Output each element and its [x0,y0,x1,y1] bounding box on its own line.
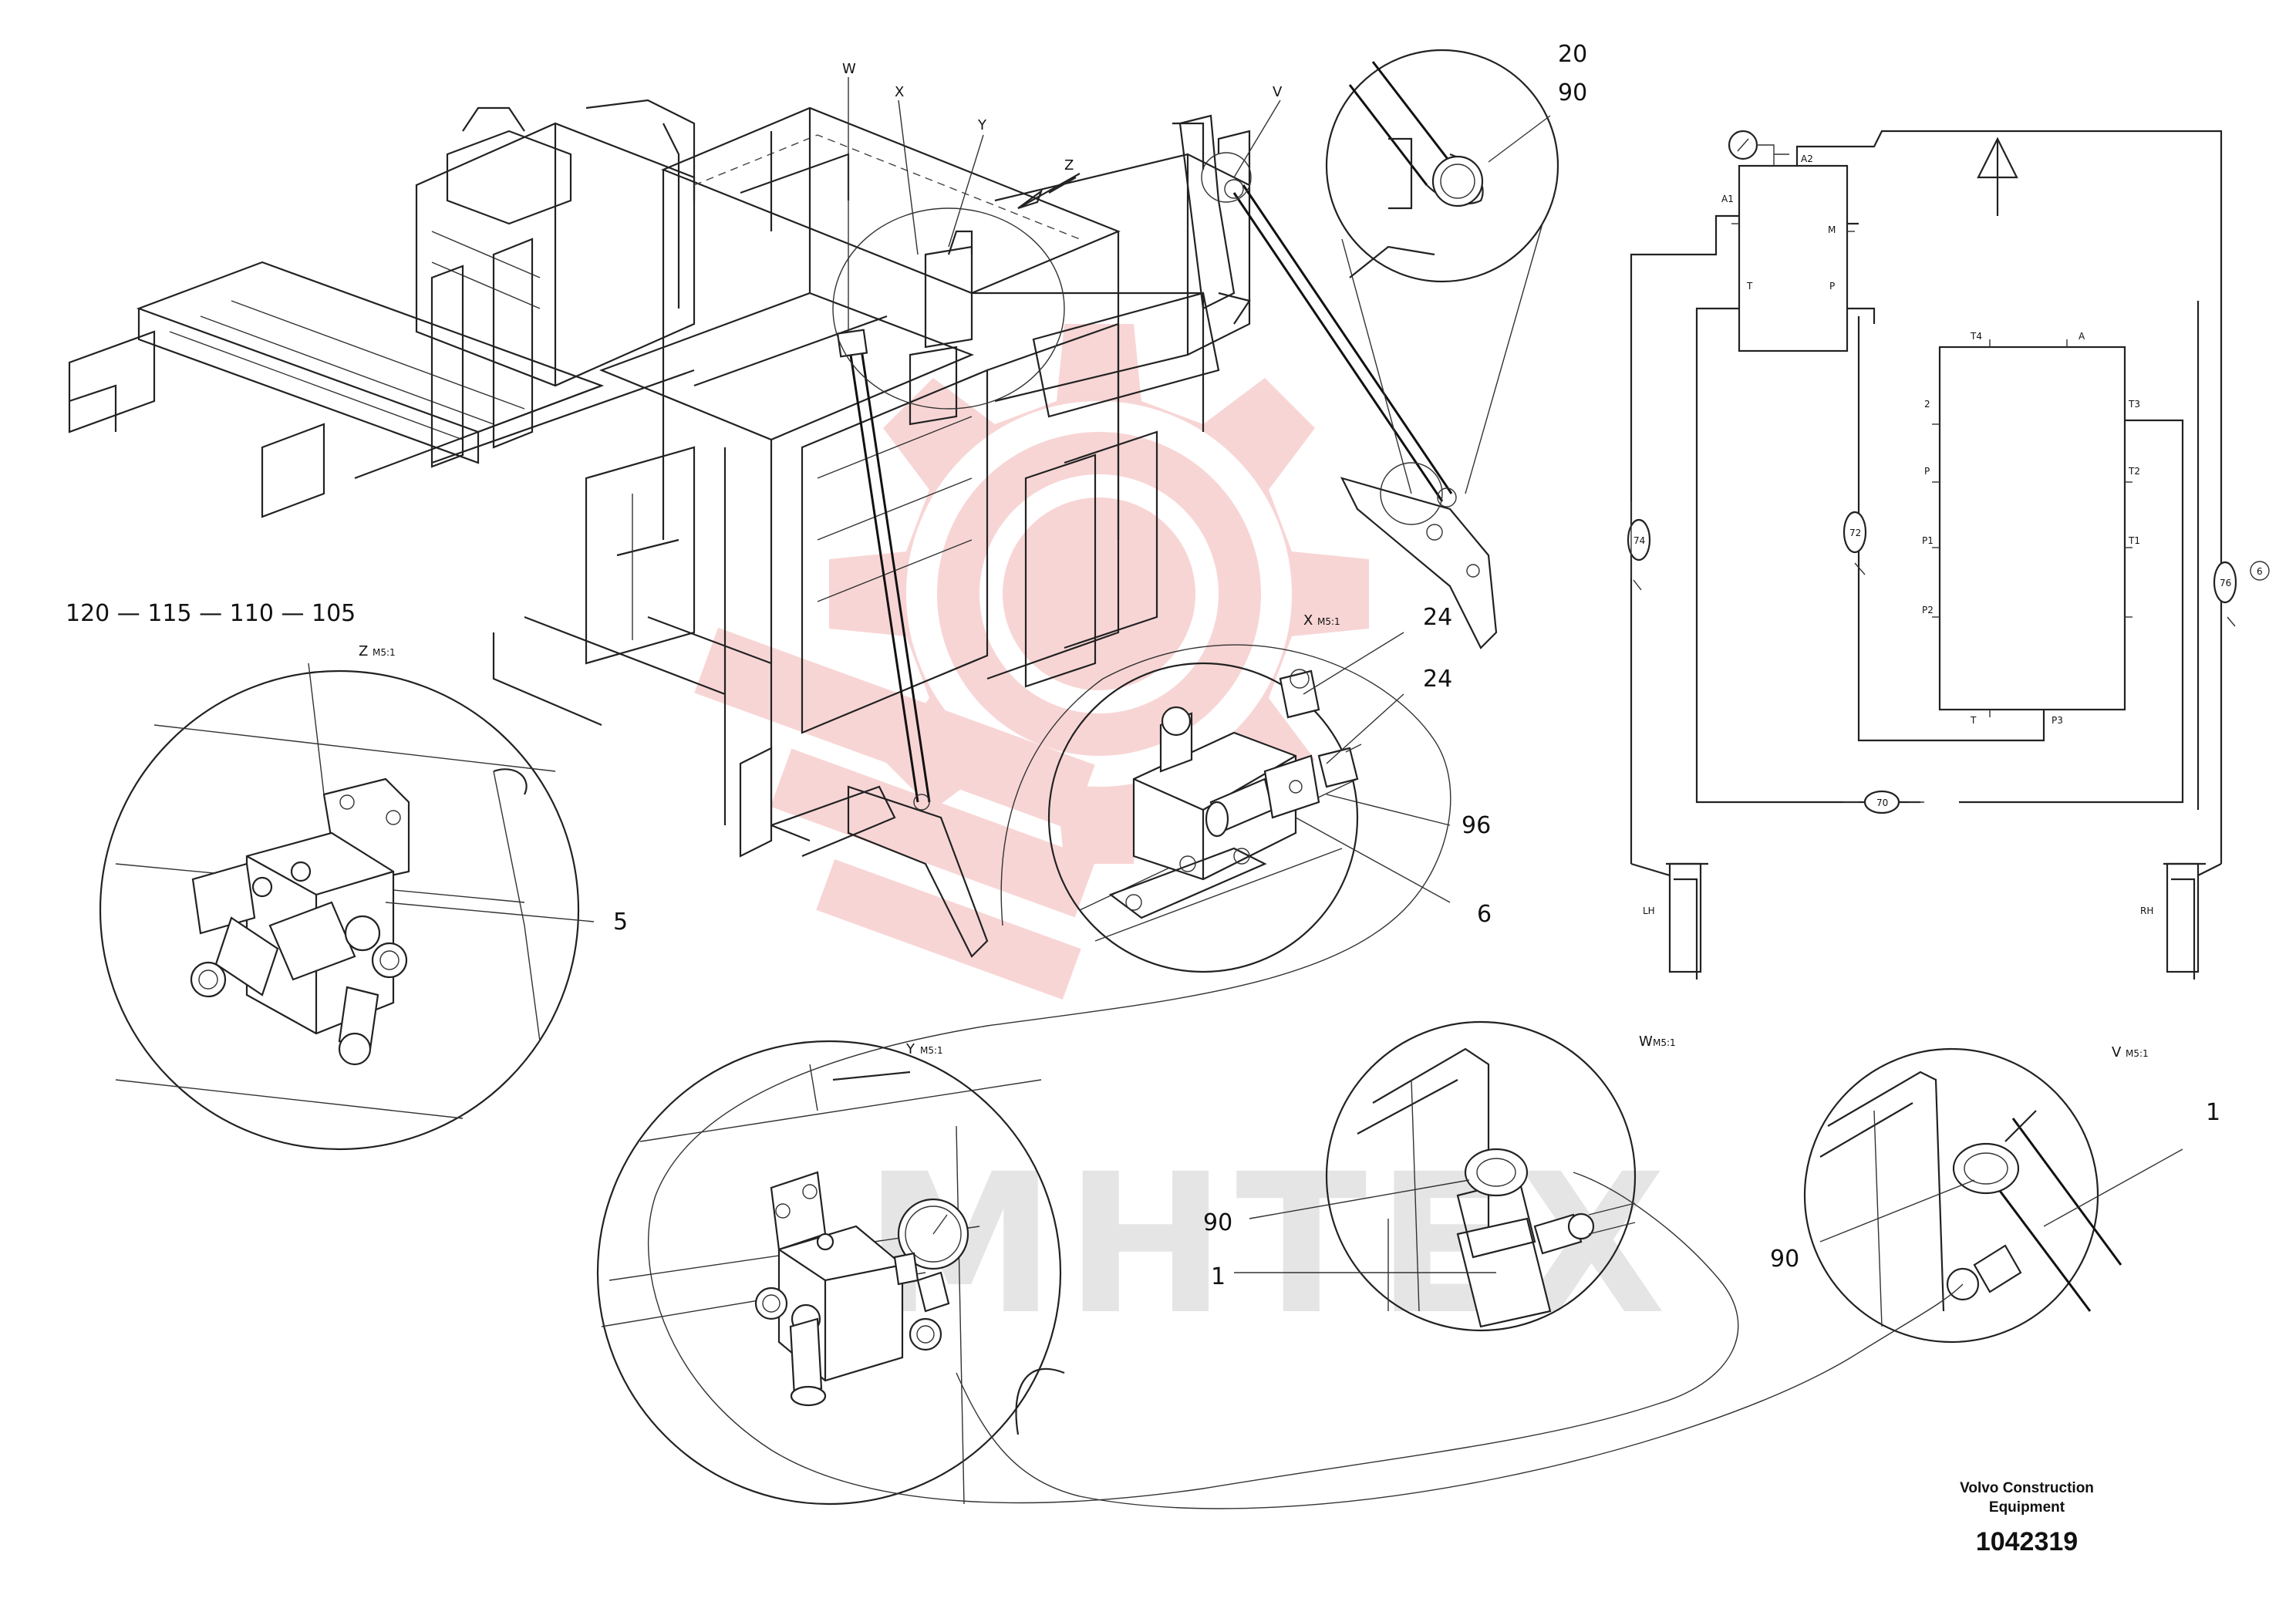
valve-74: 74 [1633,535,1645,546]
detail-w [1234,1020,1637,1332]
detail-w-letter: W [1639,1034,1653,1050]
document-number: 1042319 [1976,1527,2078,1556]
view-letter-x: X [895,84,904,100]
port-a1: A1 [1721,194,1734,204]
view-letter-z: Z [1064,157,1074,174]
port-t2: T2 [2128,466,2140,477]
port-t4: T4 [1970,331,1982,342]
main-frame-view [68,77,1498,958]
detail-x [1047,632,1451,973]
port-p2: P2 [1922,605,1934,615]
detail-v-letter: V [2112,1044,2122,1061]
part-chain-z: 120 — 115 — 110 — 105 [66,600,356,627]
hydraulic-schematic [1627,130,2270,980]
detail-x-scale: M5:1 [1317,616,1340,627]
port-p1: P1 [1922,535,1934,546]
view-letter-v: V [1273,84,1283,100]
detail-z-letter: Z [359,643,368,659]
cylinder-rh: RH [2140,905,2153,916]
callout-1-v: 1 [2206,1099,2220,1126]
watermark-gear-logo [694,324,1369,1000]
callout-6: 6 [1477,901,1492,928]
port-t3: T3 [2128,399,2140,410]
watermark-ring-inner [979,474,1219,713]
view-letter-w: W [842,61,856,77]
detail-w-scale: M5:1 [1653,1037,1676,1048]
valve-side-6: 6 [2257,566,2263,577]
valve-70: 70 [1876,798,1888,808]
hose-routing [647,644,1964,1509]
port-p-left: P [1924,466,1930,477]
port-2: 2 [1924,399,1930,410]
callout-24b: 24 [1423,666,1452,693]
callout-90-top: 90 [1558,79,1587,106]
valve-72: 72 [1849,528,1861,538]
callout-5: 5 [613,909,628,936]
detail-v-scale: M5:1 [2126,1048,2149,1059]
cylinder-lh: LH [1643,905,1655,916]
detail-x-letter: X [1303,612,1313,629]
detail-y-letter: Y [905,1041,915,1057]
detail-z-scale: M5:1 [373,647,396,658]
watermark-bar [694,627,1095,831]
callout-90-v: 90 [1770,1246,1799,1273]
callout-96: 96 [1462,812,1491,839]
callout-20-top: 20 [1558,41,1587,68]
valve-76: 76 [2220,578,2231,588]
detail-z [99,663,595,1151]
port-a: A [2079,331,2085,342]
port-a2: A2 [1801,153,1813,164]
watermark-bar [770,748,1097,918]
port-t1: T1 [2128,535,2140,546]
watermark-bar [816,858,1081,1000]
callout-90-w: 90 [1203,1209,1232,1236]
company-line2: Equipment [1989,1499,2065,1516]
title-block: Volvo Construction Equipment 1042319 [1960,1480,2094,1556]
watermark-ring [906,401,1292,787]
port-p: P [1829,281,1835,292]
port-t: T [1746,281,1753,292]
detail-top [1325,49,1559,494]
port-t-bottom: T [1970,715,1977,726]
company-line1: Volvo Construction [1960,1480,2094,1496]
callout-1-w: 1 [1211,1263,1226,1290]
detail-v [1803,1047,2183,1344]
port-m: M [1828,224,1836,235]
callout-24a: 24 [1423,604,1452,631]
port-p3: P3 [2052,715,2063,726]
detail-y [596,1040,1065,1506]
view-letter-y: Y [977,117,987,133]
detail-y-scale: M5:1 [920,1045,943,1056]
